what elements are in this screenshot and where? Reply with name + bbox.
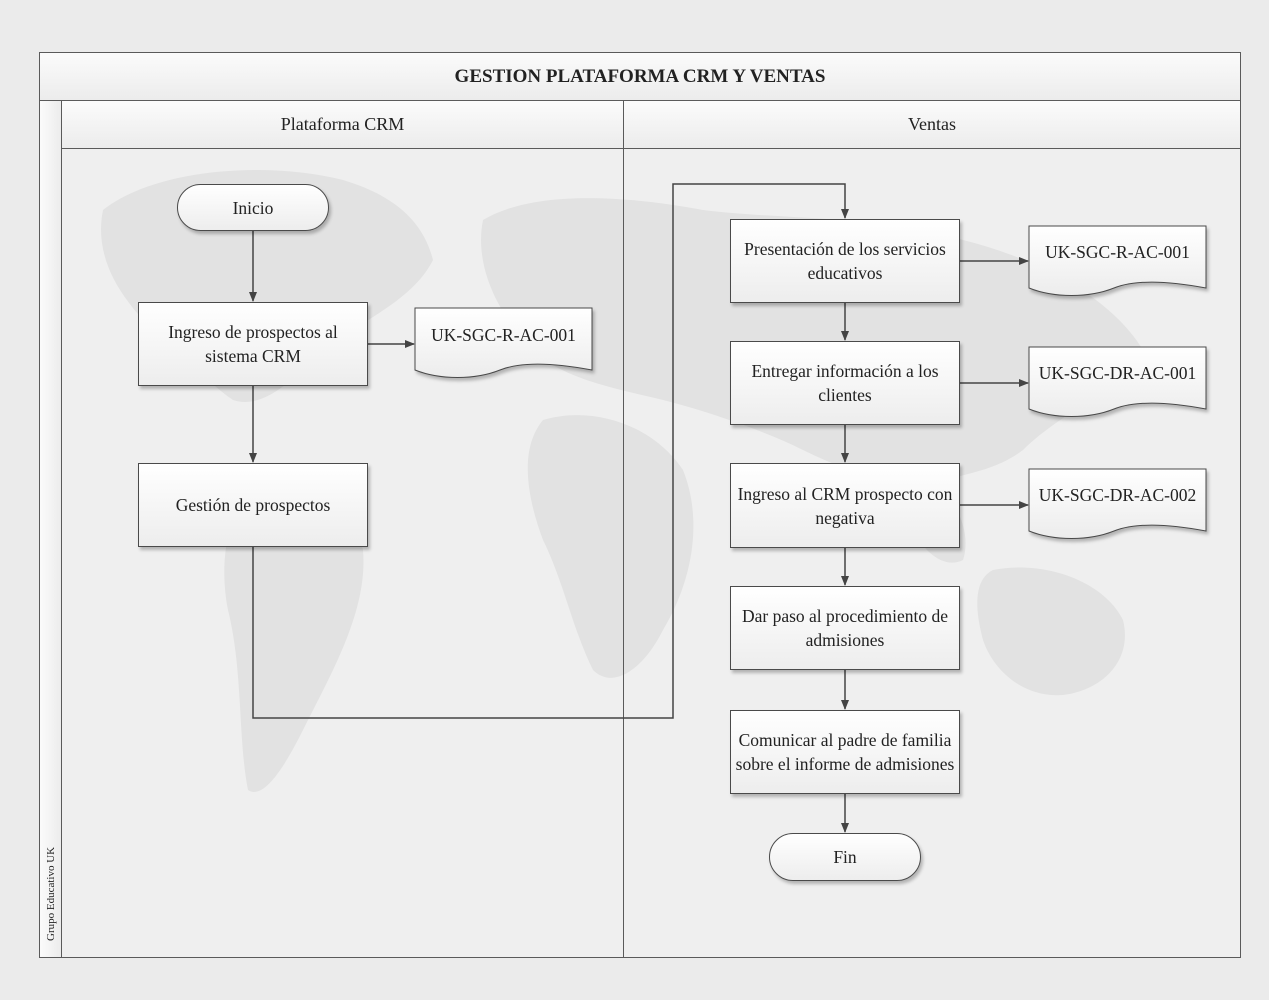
document-presentacion-label: UK-SGC-R-AC-001 <box>1045 241 1190 262</box>
end-terminator: Fin <box>769 833 921 881</box>
lane-divider <box>623 149 624 957</box>
document-shape-entregar <box>1028 346 1207 417</box>
document-shape-ingreso-crm <box>1028 468 1207 539</box>
document-shape-ingreso <box>414 307 593 378</box>
lane-header-ventas: Ventas <box>624 101 1240 149</box>
process-presentacion-servicios: Presentación de los servicios educativos <box>730 219 960 303</box>
lane-header-plataforma-crm: Plataforma CRM <box>62 101 624 149</box>
start-terminator: Inicio <box>177 184 329 231</box>
process-gestion-prospectos: Gestión de prospectos <box>138 463 368 547</box>
document-ingreso-label: UK-SGC-R-AC-001 <box>431 324 576 345</box>
document-shape-presentacion <box>1028 225 1207 296</box>
process-dar-paso-admisiones: Dar paso al procedimiento de admisiones <box>730 586 960 670</box>
process-ingreso-crm-negativa: Ingreso al CRM prospecto con negativa <box>730 463 960 548</box>
process-comunicar-padre: Comunicar al padre de familia sobre el i… <box>730 710 960 794</box>
process-entregar-informacion: Entregar información a los clientes <box>730 341 960 425</box>
process-ingreso-prospectos: Ingreso de prospectos al sistema CRM <box>138 302 368 386</box>
connector-gestion-to-presentacion <box>252 183 849 719</box>
pool-label-strip: Grupo Educativo UK <box>40 101 62 957</box>
document-ingreso-crm-label: UK-SGC-DR-AC-002 <box>1038 484 1197 505</box>
document-entregar-label: UK-SGC-DR-AC-001 <box>1038 362 1197 383</box>
diagram-title: GESTION PLATAFORMA CRM Y VENTAS <box>40 53 1240 101</box>
